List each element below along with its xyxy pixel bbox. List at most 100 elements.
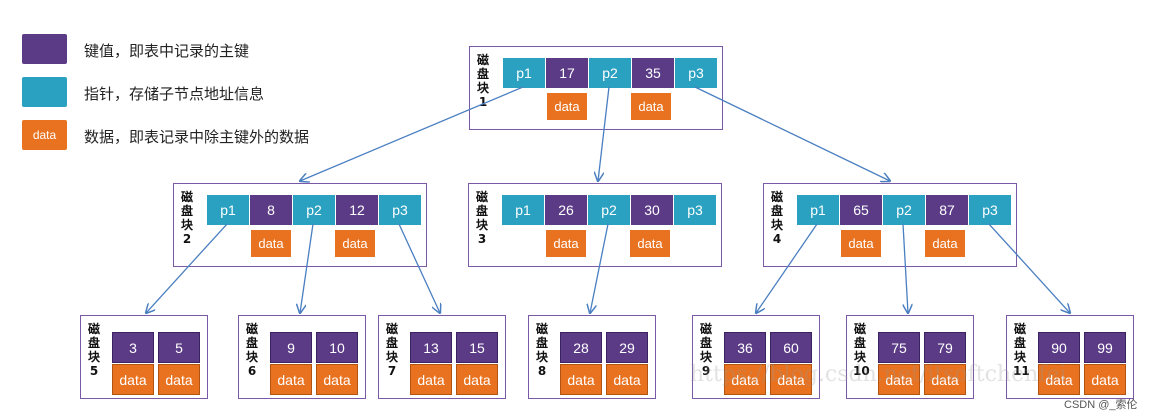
key-cell: 99 [1084, 332, 1126, 363]
pointer-cell: p2 [883, 195, 925, 225]
key-cell: 9 [270, 332, 312, 363]
block-label-char: 磁 [245, 322, 258, 336]
legend-swatch [22, 77, 67, 107]
block-label-char: 盘 [180, 204, 193, 218]
pointer-cell: p1 [797, 195, 839, 225]
key-cell: 13 [410, 332, 452, 363]
pointer-cell: p1 [503, 58, 545, 88]
data-cell: data [1084, 364, 1126, 395]
key-cell: 8 [250, 195, 292, 225]
block-number: 11 [1013, 364, 1030, 378]
data-cell: data [841, 230, 881, 257]
block-label-char: 块 [245, 350, 258, 364]
data-cell: data [270, 364, 312, 395]
block-label-char: 磁 [87, 322, 100, 336]
block-label-char: 磁 [535, 322, 548, 336]
legend-swatch [22, 34, 67, 64]
data-cell: data [560, 364, 602, 395]
block-label-char: 磁 [699, 322, 712, 336]
credit-label: CSDN @_索伦 [1064, 399, 1138, 411]
data-cell: data [631, 93, 671, 120]
key-cell: 17 [546, 58, 588, 88]
block-number: 10 [853, 364, 870, 378]
key-cell: 5 [158, 332, 200, 363]
block-number: 2 [182, 232, 192, 246]
block-label-char: 磁 [180, 190, 193, 204]
key-cell: 87 [926, 195, 968, 225]
block-number: 1 [478, 95, 488, 109]
block-label-char: 盘 [245, 336, 258, 350]
key-cell: 79 [924, 332, 966, 363]
block-label-char: 盘 [1013, 336, 1026, 350]
key-cell: 75 [878, 332, 920, 363]
pointer-cell: p3 [675, 58, 717, 88]
data-cell: data [316, 364, 358, 395]
key-cell: 35 [632, 58, 674, 88]
block-number: 6 [247, 364, 257, 378]
block-label-char: 盘 [475, 204, 488, 218]
block-label-char: 块 [476, 81, 489, 95]
block-label-char: 块 [475, 218, 488, 232]
key-cell: 10 [316, 332, 358, 363]
data-cell: data [878, 364, 920, 395]
pointer-cell: p2 [293, 195, 335, 225]
block-label-char: 磁 [476, 53, 489, 67]
data-cell: data [547, 93, 587, 120]
block-label-char: 磁 [1013, 322, 1026, 336]
data-cell: data [112, 364, 154, 395]
data-cell: data [606, 364, 648, 395]
data-cell: data [770, 364, 812, 395]
data-cell: data [630, 230, 670, 257]
block-label-char: 盘 [535, 336, 548, 350]
pointer-cell: p2 [589, 58, 631, 88]
block-number: 8 [537, 364, 547, 378]
pointer-cell: p3 [674, 195, 716, 225]
block-label-char: 盘 [476, 67, 489, 81]
block-label-char: 磁 [475, 190, 488, 204]
key-cell: 28 [560, 332, 602, 363]
pointer-cell: p3 [969, 195, 1011, 225]
pointer-arrow [694, 86, 890, 181]
legend-text: 指针，存储子节点地址信息 [84, 85, 265, 103]
block-number: 9 [701, 364, 711, 378]
pointer-cell: p1 [502, 195, 544, 225]
pointer-cell: p2 [588, 195, 630, 225]
key-cell: 90 [1038, 332, 1080, 363]
legend-text: 数据，即表记录中除主键外的数据 [84, 128, 310, 146]
data-cell: data [410, 364, 452, 395]
key-cell: 26 [545, 195, 587, 225]
key-cell: 60 [770, 332, 812, 363]
block-label-char: 盘 [385, 336, 398, 350]
block-label-char: 盘 [853, 336, 866, 350]
key-cell: 29 [606, 332, 648, 363]
data-cell: data [925, 230, 965, 257]
data-cell: data [546, 230, 586, 257]
legend-text: 键值，即表中记录的主键 [84, 42, 250, 60]
data-cell: data [335, 230, 375, 257]
block-label-char: 块 [87, 350, 100, 364]
data-cell: data [1038, 364, 1080, 395]
pointer-cell: p1 [207, 195, 249, 225]
key-cell: 15 [456, 332, 498, 363]
block-label-char: 盘 [87, 336, 100, 350]
key-cell: 3 [112, 332, 154, 363]
block-number: 3 [477, 232, 487, 246]
